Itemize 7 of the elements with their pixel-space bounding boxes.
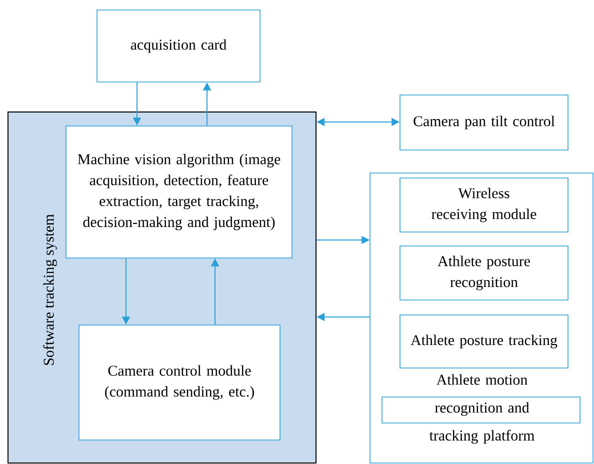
module-box: Wireless receiving module: [400, 178, 568, 232]
control-box: Camera pan tilt control: [400, 94, 568, 150]
card-box: acquisition card: [96, 10, 260, 82]
module-box: Athlete posture recognition: [400, 246, 568, 300]
module-box: Athlete posture tracking: [400, 314, 568, 368]
algorithm-box: Machine vision algorithm (image acquisition, detection, feature extraction, target tracking, decision-making and judgment): [66, 126, 292, 258]
module-box: Camera control module (command sending, etc.): [78, 324, 280, 440]
